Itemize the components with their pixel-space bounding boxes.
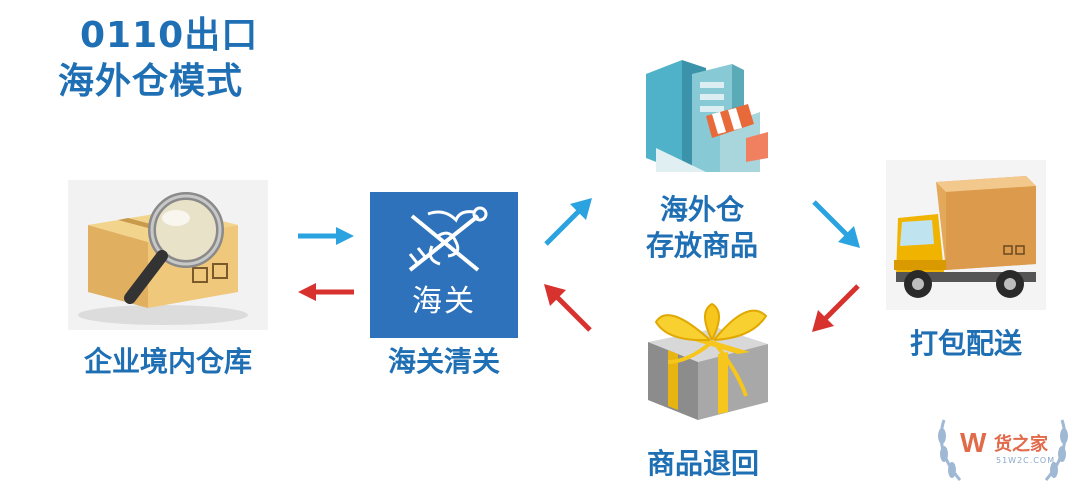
arrow-overseas-to-delivery	[808, 196, 864, 252]
watermark-sub: 51W2C.COM	[996, 456, 1056, 465]
domestic-warehouse-label: 企业境内仓库	[83, 345, 252, 378]
box-magnifier-icon	[68, 180, 268, 330]
customs-key-caduceus-icon	[408, 206, 488, 272]
overseas-warehouse-label-line-1: 海外仓	[659, 193, 744, 226]
laurel-icon: W	[938, 419, 1068, 481]
overseas-warehouse-image	[636, 54, 768, 176]
delivery-label: 打包配送	[909, 327, 1022, 360]
gift-box-icon	[648, 302, 768, 420]
arrow-customs-to-warehouse	[296, 280, 356, 304]
delivery-truck-image	[886, 160, 1046, 310]
truck-icon	[886, 160, 1046, 310]
customs-box-text: 海关	[412, 284, 476, 319]
arrow-returns-to-customs	[540, 280, 596, 336]
watermark-text: 货之家	[994, 434, 1048, 455]
overseas-warehouse-label-line-2: 存放商品	[645, 229, 758, 262]
returns-label: 商品退回	[646, 447, 759, 480]
svg-text:W: W	[960, 427, 987, 458]
arrow-customs-to-overseas	[540, 194, 596, 250]
customs-label: 海关清关	[387, 345, 500, 378]
arrow-warehouse-to-customs	[296, 224, 356, 248]
returns-image	[628, 292, 778, 428]
diagram-title-line-2: 海外仓模式	[58, 61, 244, 102]
buildings-icon	[646, 60, 768, 172]
customs-box: 海关	[370, 192, 518, 338]
arrow-delivery-to-returns	[808, 280, 864, 336]
domestic-warehouse-image	[68, 180, 268, 330]
diagram-title-line-1: 0110出口	[80, 15, 259, 56]
watermark: W 货之家 51W2C.COM	[930, 410, 1076, 488]
